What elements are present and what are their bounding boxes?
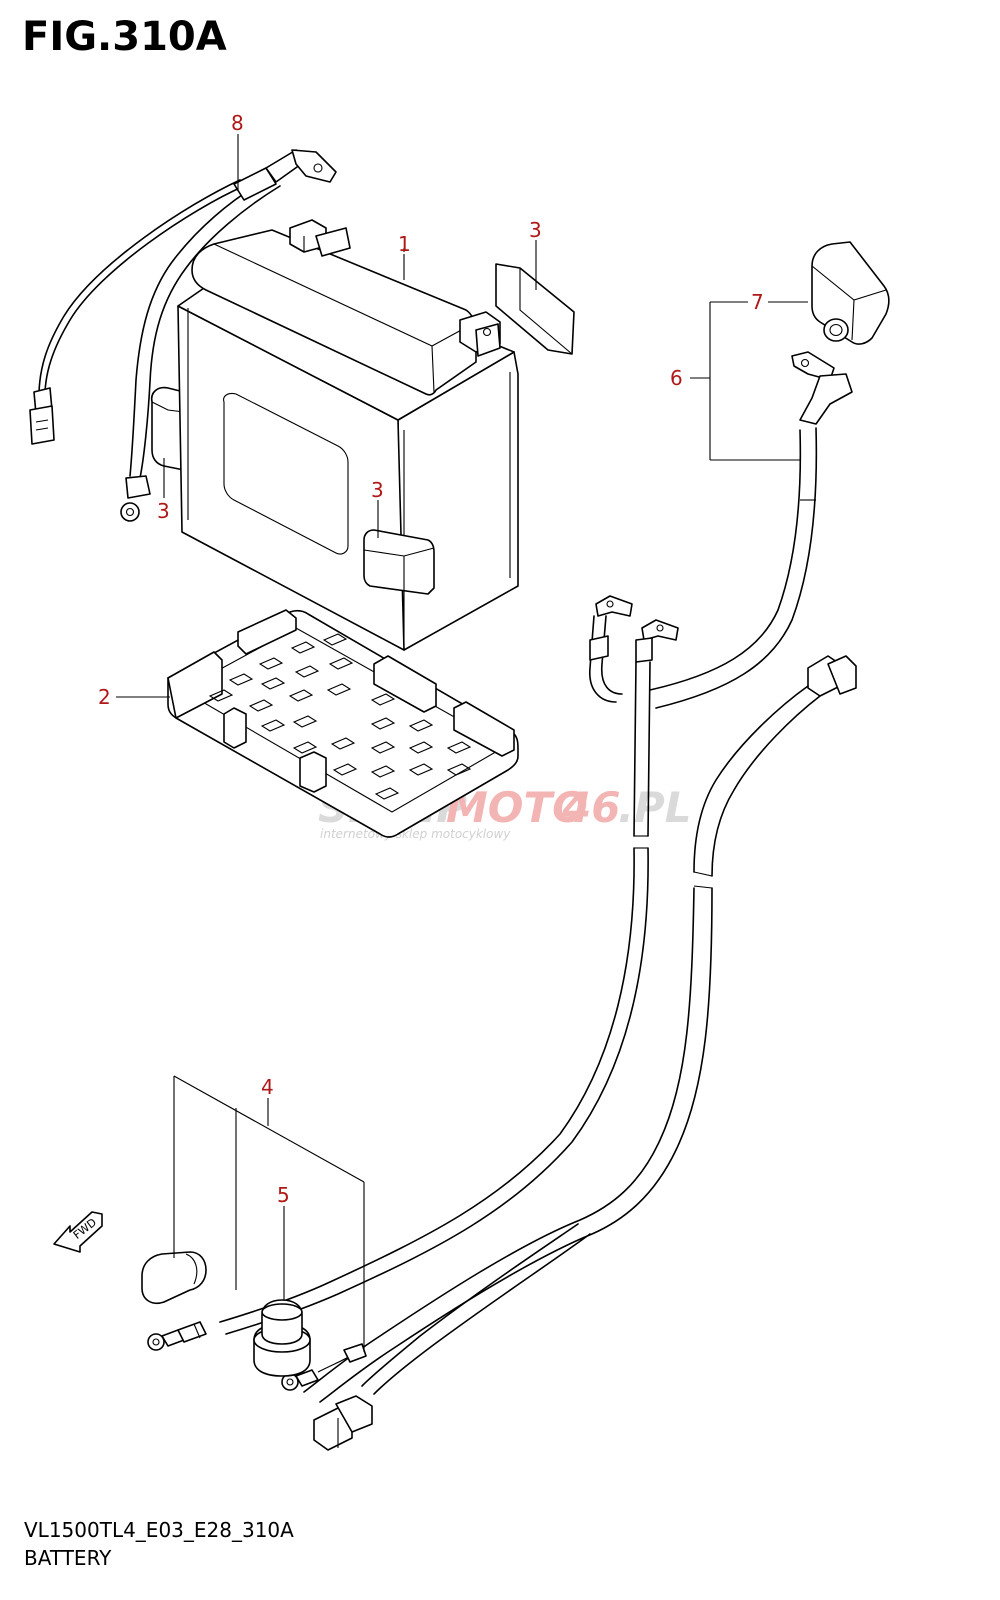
callout-8: 8 [231,111,244,135]
part-7-terminal-cover [811,241,890,345]
callout-5: 5 [277,1183,290,1207]
callout-3-left: 3 [157,499,170,523]
figure-caption: BATTERY [24,1546,112,1570]
callout-labels: 8 1 3 3 3 2 7 6 4 5 [98,111,764,1207]
model-code: VL1500TL4_E03_E28_310A [24,1518,294,1542]
figure-title: FIG.310A [22,14,227,60]
forward-arrow-icon [53,1211,103,1253]
watermark-brand-c: 46 [561,783,620,832]
watermark-tagline: internetowy sklep motocyklowy [320,827,511,841]
leader-lines [116,134,808,1352]
callout-3-battery: 3 [371,478,384,502]
part-2-battery-tray [167,609,519,838]
watermark-brand-d: .PL [618,783,692,832]
callout-6: 6 [670,366,683,390]
part-8-cable [29,149,337,522]
fwd-marker: FWD [53,1211,103,1253]
part-6-positive-cable [589,351,853,849]
part-4-fuse-group [141,1251,373,1451]
lower-cables [219,847,713,1403]
part-3-pad-top [495,263,575,355]
callout-2: 2 [98,685,111,709]
part-1-battery [177,219,519,651]
callout-7: 7 [751,290,764,314]
part-5-cap [253,1299,311,1377]
callout-3-top: 3 [529,218,542,242]
callout-4: 4 [261,1075,274,1099]
sensor-harness [693,655,857,889]
callout-1: 1 [398,232,411,256]
